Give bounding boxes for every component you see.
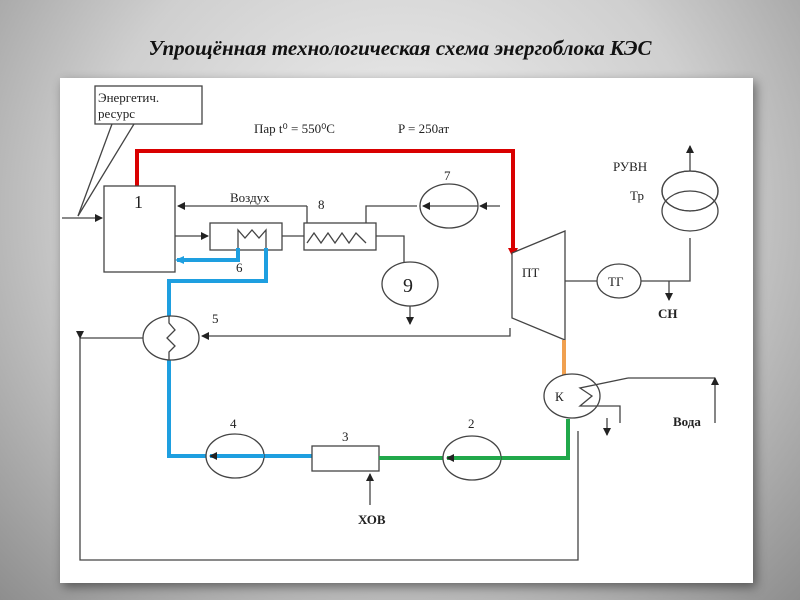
condenser[interactable]: К [543,373,629,423]
feedwater-to-boiler-line [177,248,240,262]
boiler-1[interactable]: 1 [103,185,176,273]
callout-pointer [77,123,113,217]
feed-pump-4[interactable]: 4 [205,416,265,479]
transformer[interactable] [661,170,719,232]
air-label: Воздух [230,190,270,205]
feedwater-heater-5[interactable]: 5 [142,311,219,361]
water-treatment-3[interactable]: 3 [311,429,380,472]
condensate-line [379,419,570,460]
callout-box [94,85,203,125]
condensate-pump-2[interactable]: 2 [442,416,502,481]
callout-label-line1: Энергетич. [98,90,159,105]
condenser-label: К [555,389,564,404]
flue-gas-to-exhauster [376,235,405,264]
economizer-6[interactable]: 6 [209,222,283,275]
energy-resource-callout: Энергетич. ресурс [62,85,203,222]
main-steam-line [135,149,515,251]
component-label-7: 7 [444,168,451,183]
callout-pointer [77,123,135,217]
feedwater-main-line [167,248,370,458]
component-label-2: 2 [468,416,475,431]
fan-7[interactable]: 7 [419,168,479,229]
component-label-5: 5 [212,311,219,326]
water-label: Вода [673,414,701,429]
air-heater-8[interactable]: 8 [303,197,377,251]
component-label-4: 4 [230,416,237,431]
generator[interactable]: ТГ [596,263,642,299]
component-label-1: 1 [134,192,143,212]
component-label-3: 3 [342,429,349,444]
diagram-panel: Энергетич. ресурс Пар t⁰ = 550⁰C P = 250… [60,78,753,583]
steam-turbine[interactable]: ПТ [511,230,566,341]
transformer-label: Тр [630,188,644,203]
generator-label: ТГ [608,274,624,289]
component-label-6: 6 [236,260,243,275]
smoke-exhauster-9[interactable]: 9 [381,261,439,307]
grid-label: РУВН [613,159,647,174]
power-unit-scheme: Энергетич. ресурс Пар t⁰ = 550⁰C P = 250… [62,85,719,561]
callout-label-line2: ресурс [98,106,135,121]
chem-water-label: ХОВ [358,512,386,527]
steam-pressure: P = 250ат [398,121,450,136]
extraction-steam-line [201,328,511,340]
return-loop-line [76,331,579,561]
feedwater-arrow [175,256,184,264]
generator-to-transformer-line [641,238,691,282]
turbine-label: ПТ [522,265,539,280]
component-label-9: 9 [403,275,413,297]
slide-title: Упрощённая технологическая схема энергоб… [148,36,652,60]
aux-label: СН [658,306,678,321]
component-label-8: 8 [318,197,325,212]
steam-temperature: Пар t⁰ = 550⁰C [254,121,335,136]
